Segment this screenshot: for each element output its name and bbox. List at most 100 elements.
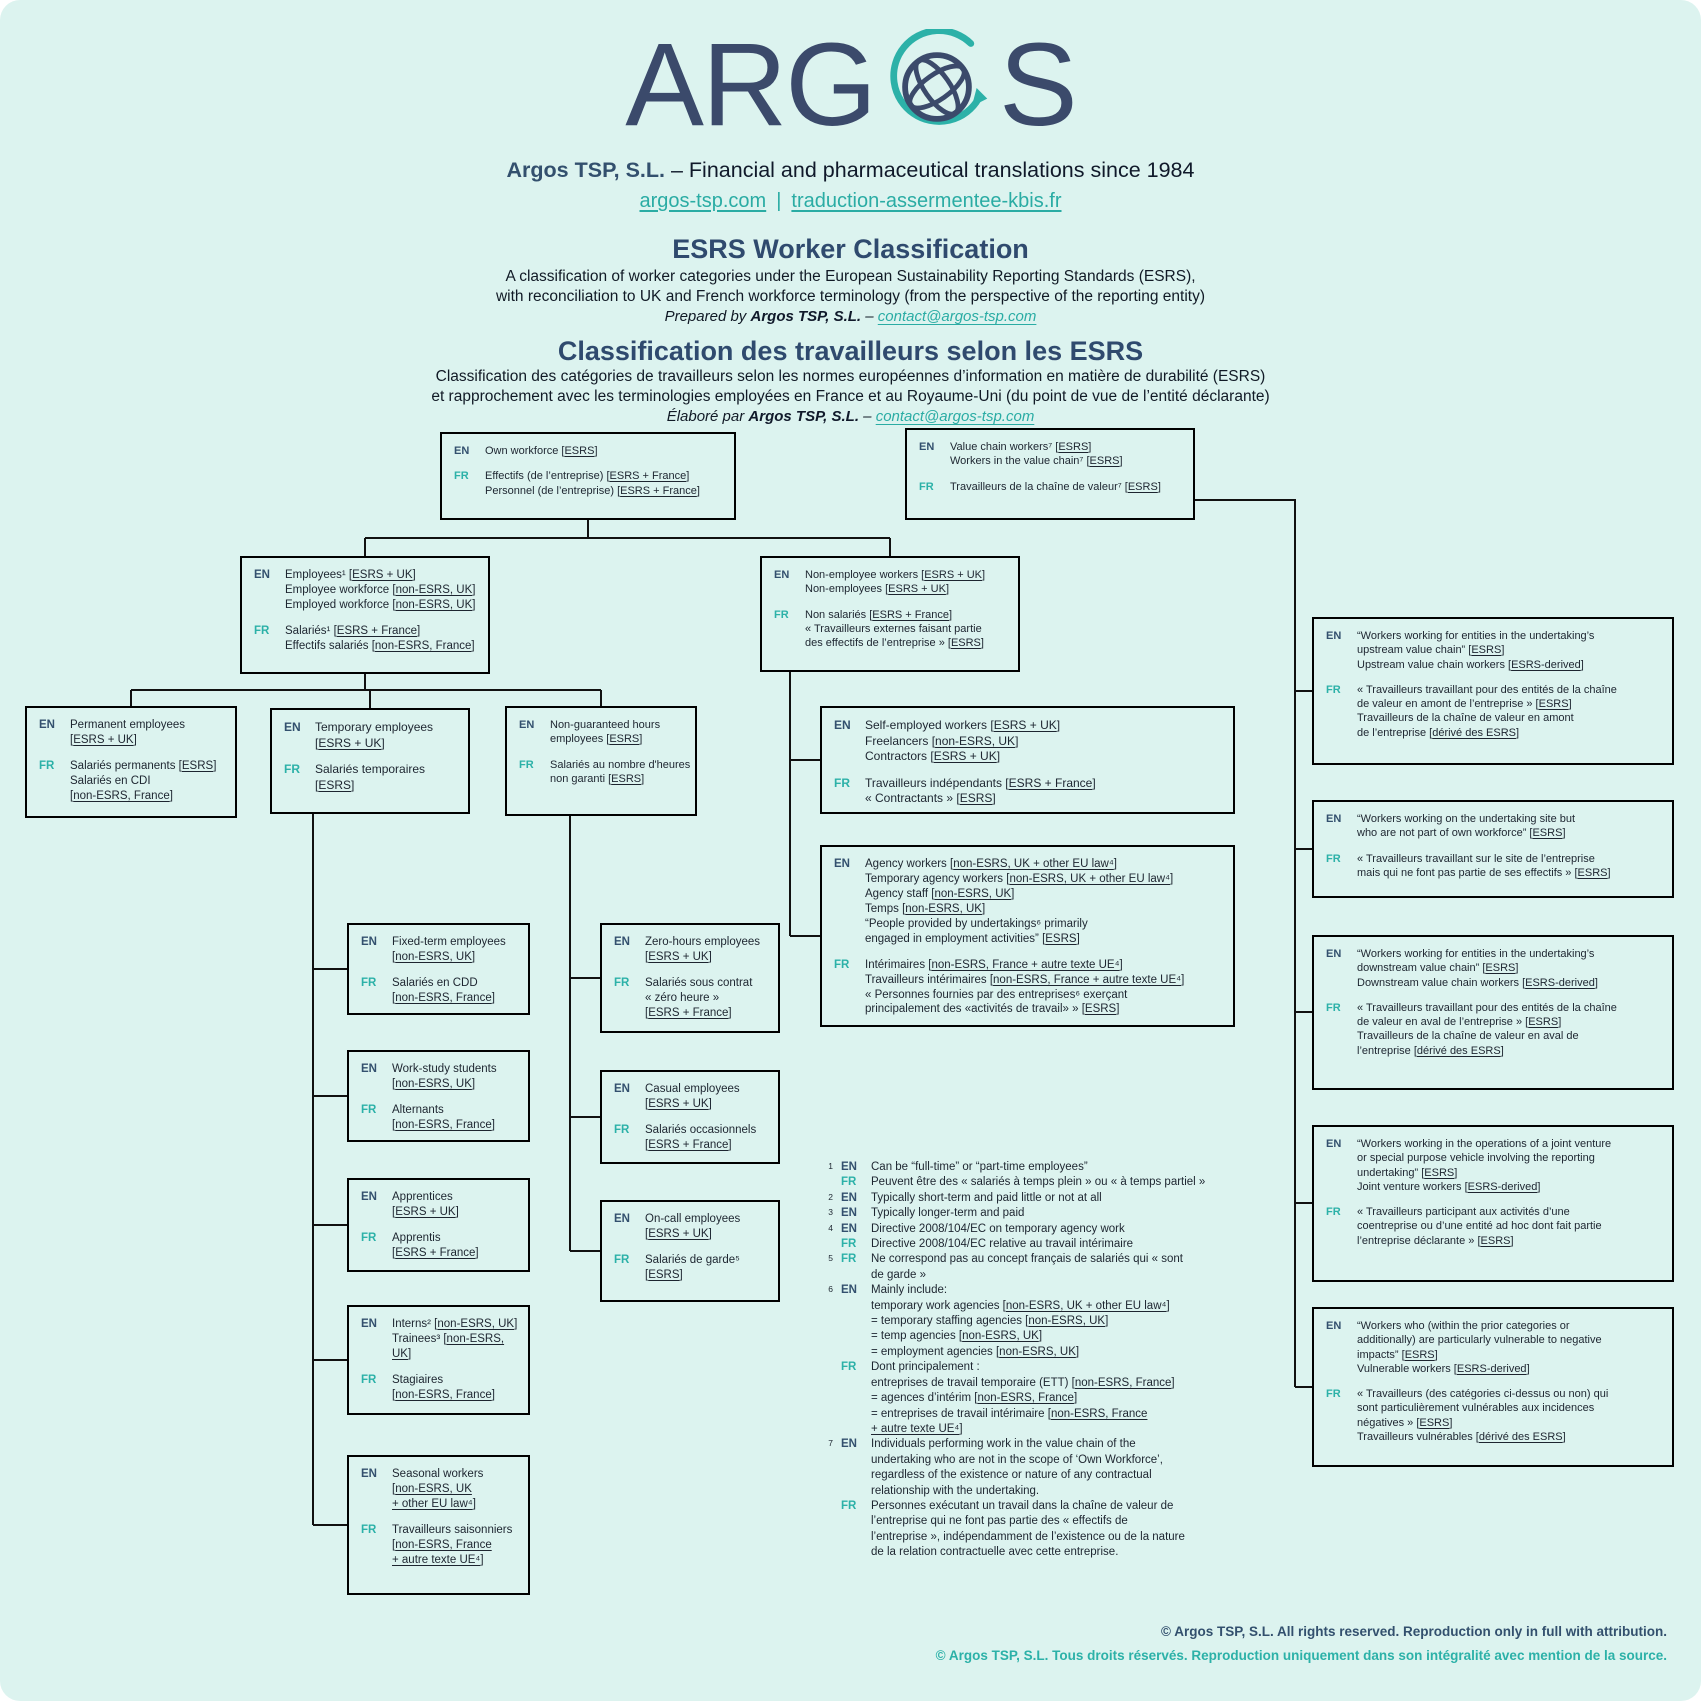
box-line: Contractors [ESRS + UK] (865, 749, 1001, 764)
contact-email-link-fr[interactable]: contact@argos-tsp.com (875, 408, 1035, 425)
box-line: Workers in the value chain⁷ [ESRS] (950, 455, 1123, 468)
box-line: Salariés au nombre d'heures (550, 758, 691, 771)
footnote-line: Mainly include: (871, 1284, 948, 1297)
box-line: Work-study students (392, 1063, 497, 1075)
footnote-line: undertaking who are not in the scope of … (871, 1453, 1163, 1466)
box-line: Temporary agency workers [non-ESRS, UK +… (865, 872, 1174, 885)
box-line: Travailleurs saisonniers (392, 1523, 513, 1536)
lang-label-en: EN (614, 1083, 630, 1095)
footnote-line: temporary work agencies [non-ESRS, UK + … (871, 1299, 1170, 1312)
box-line: Temps [non-ESRS, UK] (865, 902, 986, 915)
lang-label-fr: FR (1326, 852, 1341, 865)
box-line: + other EU law⁴] (392, 1497, 476, 1510)
prepared-by-en: Prepared by Argos TSP, S.L. – contact@ar… (664, 308, 1037, 325)
box-line: Travailleurs de la chaîne de valeur⁷ [ES… (950, 480, 1161, 493)
footnote-line: Directive 2008/104/EC relative au travai… (871, 1238, 1134, 1251)
link-kbis[interactable]: traduction-assermentee-kbis.fr (791, 190, 1062, 212)
box-line: Permanent employees (70, 719, 186, 731)
link-argos-tsp[interactable]: argos-tsp.com (639, 190, 767, 212)
company-tagline: Argos TSP, S.L. – Financial and pharmace… (0, 158, 1701, 183)
lang-label-fr: FR (1326, 1388, 1341, 1401)
footnote-line: l’entreprise qui ne font pas partie des … (871, 1515, 1128, 1528)
argos-logo: ARG S (0, 20, 1701, 150)
box-line: [non-ESRS, UK] (392, 1077, 476, 1090)
footnote-number: 6 (828, 1284, 833, 1295)
box-line: Joint venture workers [ESRS-derived] (1357, 1180, 1541, 1193)
subtitle-en-2: with reconciliation to UK and French wor… (495, 288, 1205, 305)
box-line: Salariés de garde⁵ (645, 1253, 740, 1266)
lang-label-fr: FR (614, 1123, 630, 1136)
box-line: undertaking” [ESRS] (1357, 1166, 1458, 1179)
box-line: mais qui ne font pas partie de ses effec… (1357, 866, 1611, 879)
lang-label-en: EN (1326, 948, 1342, 960)
box-line: Freelancers [non-ESRS, UK] (865, 733, 1019, 748)
lang-label-fr: FR (254, 624, 270, 637)
box-on-site-workers: EN“Workers working on the undertaking si… (1312, 800, 1674, 898)
lang-label-fr: FR (454, 470, 469, 483)
footnote-line: = temp agencies [non-ESRS, UK] (871, 1330, 1043, 1343)
footnote-line: Personnes exécutant un travail dans la c… (871, 1499, 1174, 1512)
box-line: Travailleurs intérimaires [non-ESRS, Fra… (865, 973, 1185, 986)
footnote-line: = temporary staffing agencies [non-ESRS,… (871, 1315, 1109, 1328)
box-line: [non-ESRS, France] (392, 1388, 495, 1401)
box-line: Downstream value chain workers [ESRS-der… (1357, 976, 1598, 989)
argos-globe-icon (890, 29, 988, 125)
box-line: Salariés permanents [ESRS] (70, 759, 217, 772)
lang-label-en: EN (519, 719, 535, 731)
lang-label-fr: FR (361, 1231, 377, 1244)
box-line: non garanti [ESRS] (550, 772, 645, 785)
box-line: “Workers working on the undertaking site… (1357, 813, 1576, 825)
box-line: [non-ESRS, France] (70, 789, 173, 802)
footnote-line: de garde » (871, 1268, 926, 1281)
footnote-number: 7 (828, 1438, 833, 1449)
footnote-line: = entreprises de travail intérimaire [no… (871, 1407, 1148, 1420)
lang-label-en: EN (254, 569, 270, 581)
contact-email-link-en[interactable]: contact@argos-tsp.com (877, 308, 1037, 325)
box-line: « Personnes fournies par des entreprises… (865, 988, 1128, 1001)
lang-label-fr: FR (841, 1238, 857, 1251)
box-line: de valeur en amont de l’entreprise » [ES… (1357, 698, 1572, 711)
box-line: [ESRS + France] (645, 1006, 732, 1019)
lang-label-en: EN (834, 718, 851, 732)
lang-label-en: EN (454, 445, 470, 457)
link-separator: | (776, 190, 782, 212)
box-line: Agency workers [non-ESRS, UK + other EU … (865, 858, 1117, 870)
footnote-line: entreprises de travail temporaire (ETT) … (871, 1376, 1175, 1389)
box-line: upstream value chain” [ESRS] (1357, 644, 1505, 657)
logo-text-s: S (999, 19, 1078, 151)
box-line: Personnel (de l’entreprise) [ESRS + Fran… (485, 484, 700, 497)
footnote-line: = agences d’intérim [non-ESRS, France] (871, 1392, 1078, 1405)
lang-label-fr: FR (361, 1103, 377, 1116)
lang-label-fr: FR (1326, 1001, 1341, 1014)
box-line: Value chain workers⁷ [ESRS] (950, 441, 1092, 453)
box-line: “Workers working for entities in the und… (1357, 630, 1595, 642)
footnote-number (822, 1360, 833, 1437)
box-line: « Travailleurs externes faisant partie (805, 622, 982, 635)
box-line: [ESRS] (645, 1268, 683, 1281)
box-line: [non-ESRS, France (392, 1538, 492, 1551)
footnote-number: 4 (828, 1222, 833, 1233)
box-line: Casual employees (645, 1083, 740, 1095)
box-line: Non-employees [ESRS + UK] (805, 583, 949, 596)
lang-label-en: EN (1326, 1320, 1342, 1332)
box-line: Non-employee workers [ESRS + UK] (805, 569, 986, 581)
lang-label-fr: FR (919, 480, 934, 493)
title-fr: Classification des travailleurs selon le… (557, 336, 1144, 366)
box-line: « Travailleurs travaillant sur le site d… (1357, 852, 1595, 865)
box-line: négatives » [ESRS] (1357, 1416, 1453, 1429)
box-line: de l’entreprise [dérivé des ESRS] (1357, 726, 1520, 739)
box-line: principalement des «activités de travail… (865, 1003, 1120, 1016)
box-line: Interns² [non-ESRS, UK] (392, 1318, 518, 1330)
lang-label-en: EN (834, 858, 850, 870)
